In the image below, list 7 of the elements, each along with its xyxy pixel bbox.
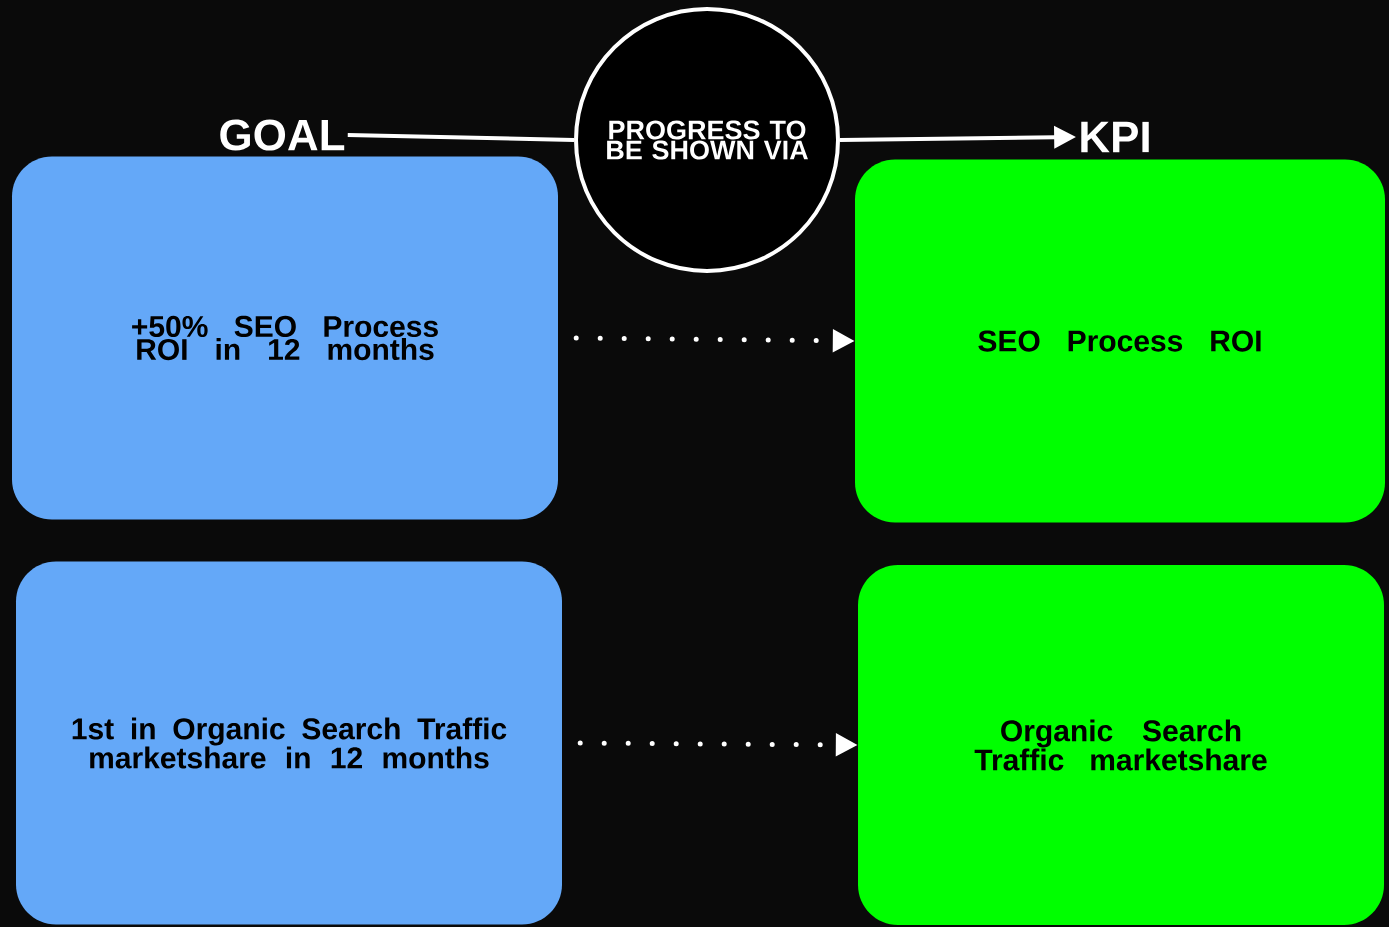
- kpi-box: SEO Process ROI: [855, 159, 1385, 523]
- circle-node: PROGRESS TO BE SHOWN VIA: [574, 7, 840, 273]
- goal-box: +50% SEO Process ROI in 12 months: [12, 156, 558, 520]
- heading-label: GOAL: [220, 119, 345, 151]
- kpi-box: Organic Search Traffic marketshare: [858, 565, 1384, 925]
- heading-label: KPI: [1081, 121, 1149, 153]
- goal-box: 1st in Organic Search Traffic marketshare in 12 months: [16, 561, 562, 925]
